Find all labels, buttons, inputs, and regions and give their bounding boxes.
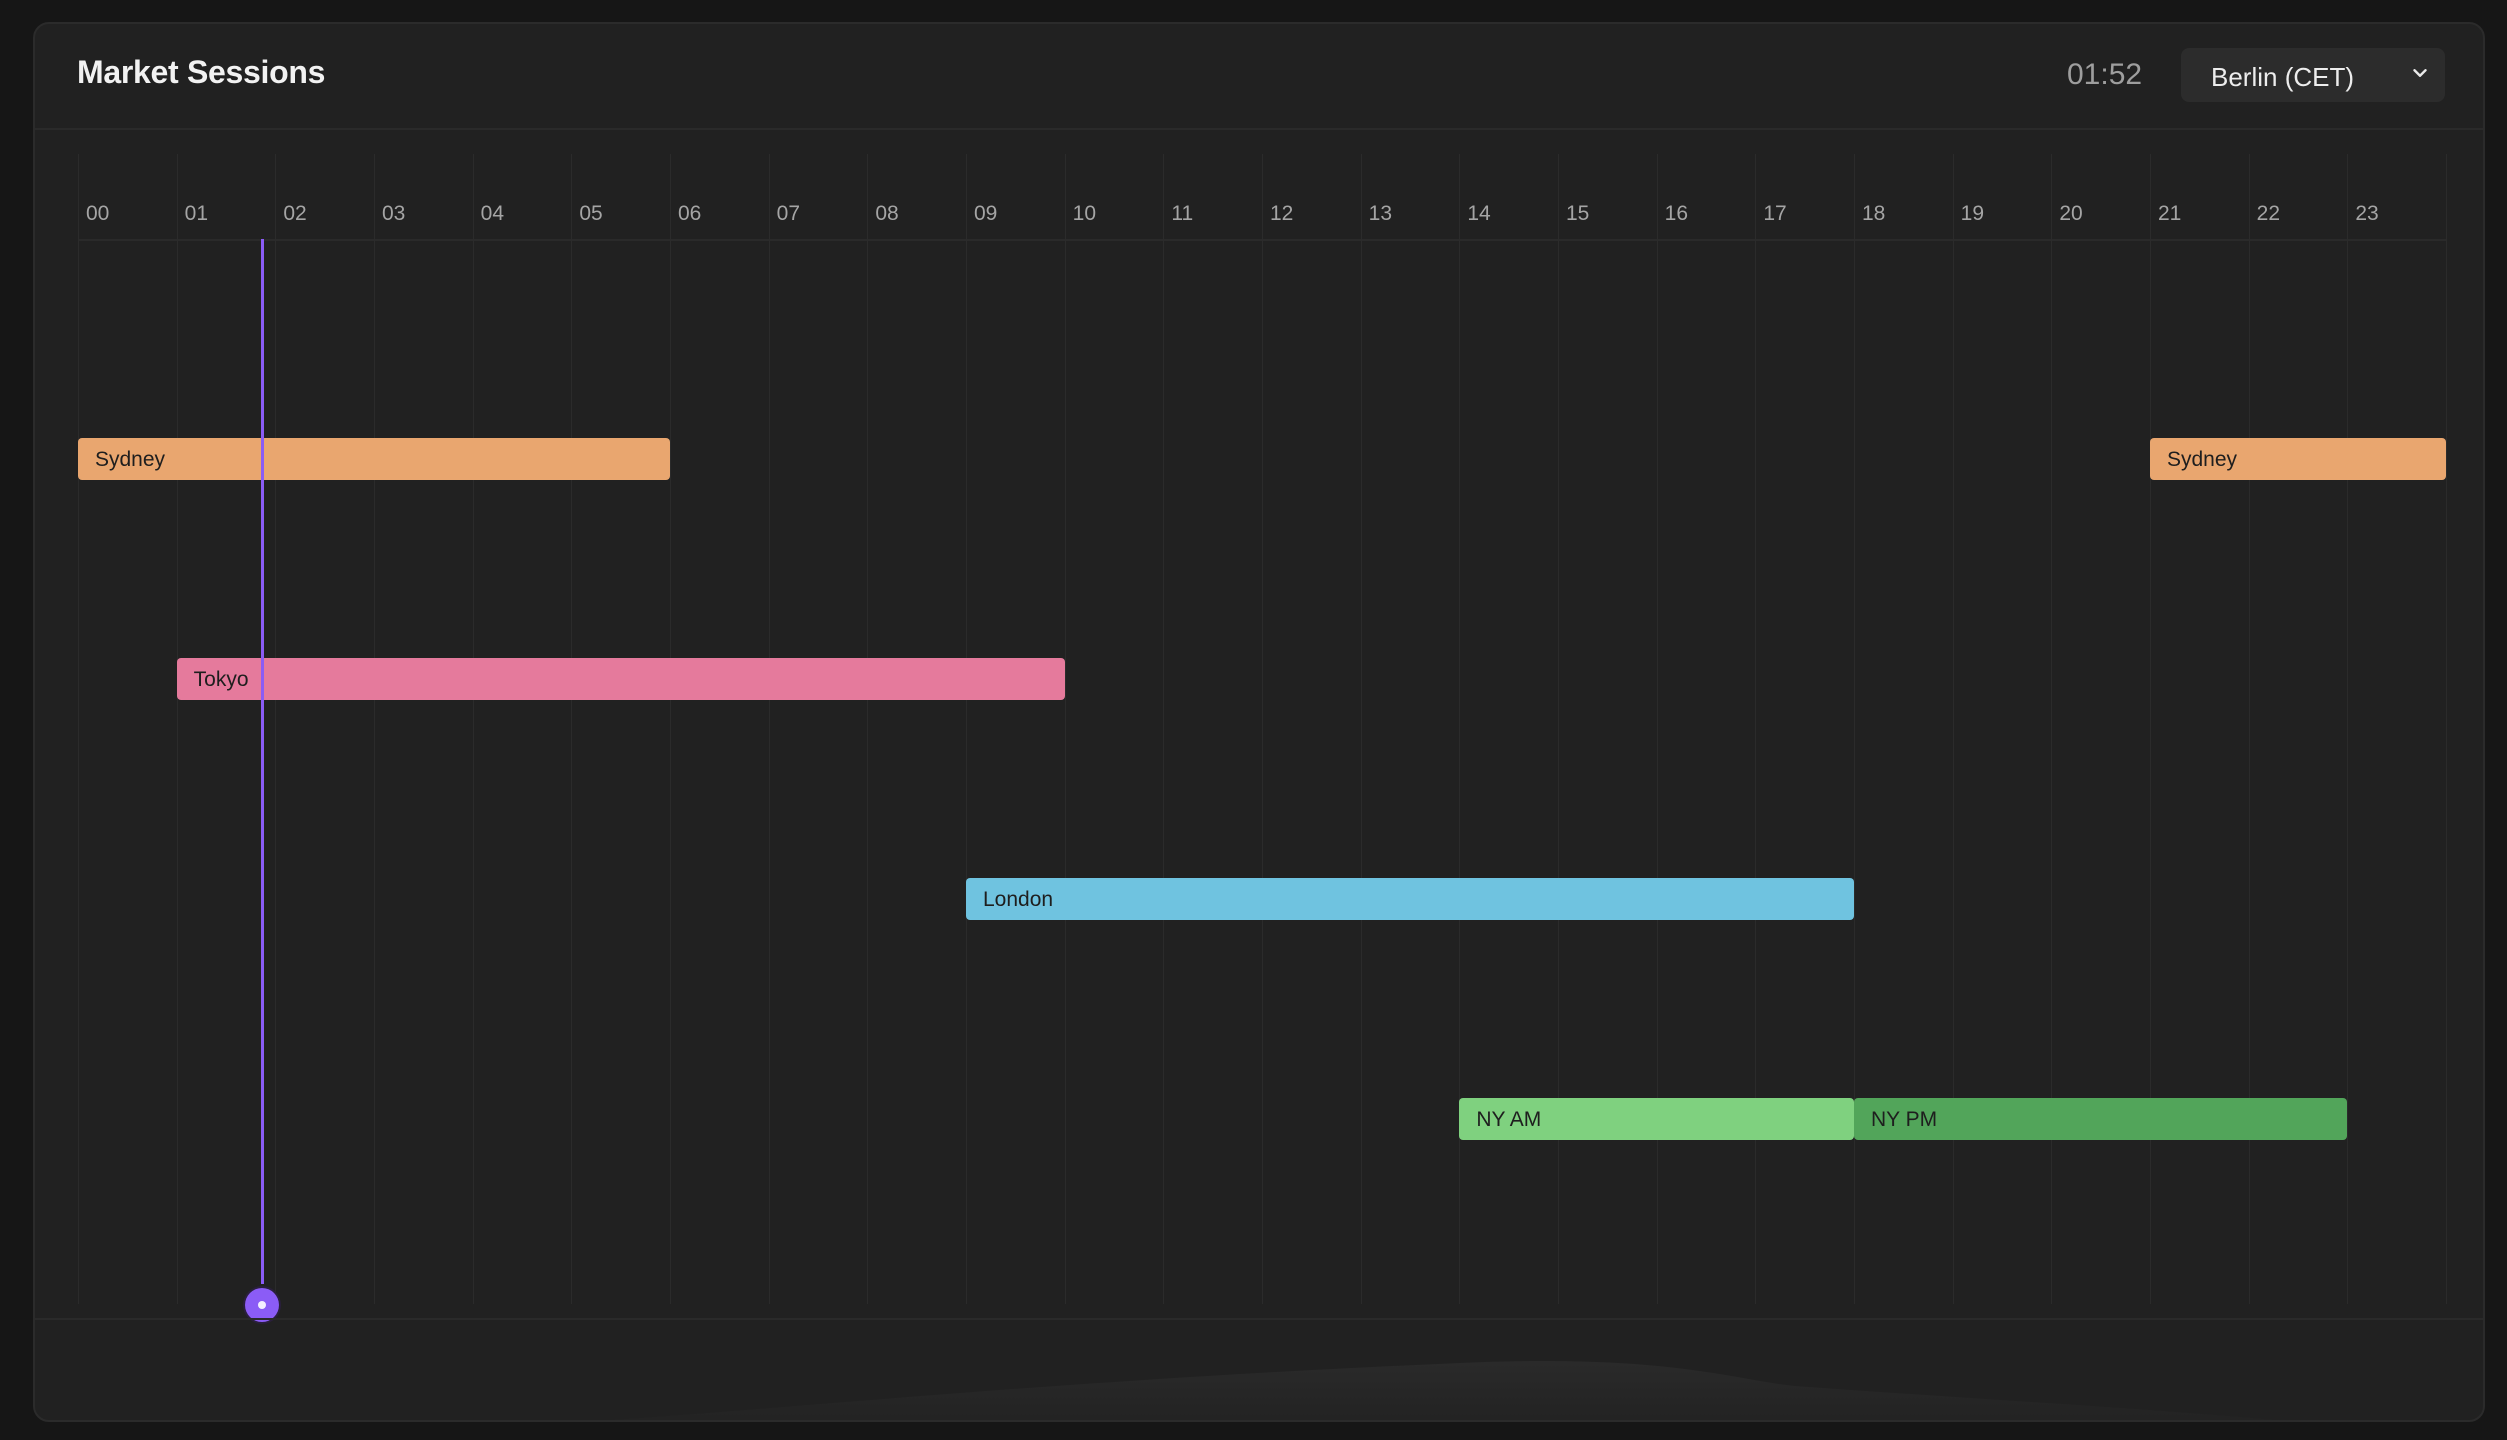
hour-label: 19	[1960, 202, 1985, 225]
hour-gridline	[1854, 154, 1855, 1304]
session-bar-ny-pm[interactable]: NY PM	[1854, 1098, 2348, 1140]
chevron-down-icon	[2413, 69, 2427, 77]
hour-label: 18	[1862, 202, 1886, 225]
hour-gridline	[1755, 154, 1757, 1304]
hour-gridline	[1952, 154, 1954, 1304]
footer-activity-wave	[613, 1361, 2274, 1420]
hour-gridline	[768, 154, 770, 1304]
hour-gridline	[2248, 154, 2250, 1304]
hour-gridline	[374, 154, 375, 1304]
hour-label: 23	[2355, 202, 2379, 225]
hour-gridline	[2051, 154, 2053, 1304]
hour-label: 21	[2158, 202, 2182, 225]
hour-label: 12	[1270, 202, 1294, 225]
session-bar-london[interactable]: London	[966, 878, 1854, 920]
hour-gridline	[2446, 154, 2447, 1304]
hour-label: 02	[283, 202, 307, 225]
hour-gridline	[472, 154, 474, 1304]
session-bar-label: Sydney	[95, 448, 166, 471]
hour-gridline	[78, 154, 79, 1304]
hour-gridline	[1360, 154, 1362, 1304]
hour-label: 16	[1664, 202, 1689, 225]
session-bar-label: Tokyo	[193, 668, 249, 691]
hour-label: 10	[1072, 202, 1097, 225]
hour-label: 06	[678, 202, 702, 225]
session-bar-sydney[interactable]: Sydney	[78, 438, 670, 480]
session-bar-label: Sydney	[2167, 448, 2238, 471]
current-time-display: 01:52	[2067, 58, 2143, 91]
current-time-handle[interactable]	[245, 1288, 280, 1322]
session-timeline: 00 01 02 03 04 05 06 07 08 09 10 11 12 13 14 15 16 17 18 19…	[78, 154, 2447, 1322]
hour-label: 09	[974, 202, 998, 225]
hour-label: 17	[1763, 202, 1787, 225]
hour-label: 13	[1368, 202, 1393, 225]
hour-label: 00	[86, 202, 110, 225]
hour-label: 11	[1171, 202, 1194, 225]
hour-gridline	[966, 154, 967, 1304]
hour-label: 08	[875, 202, 899, 225]
hour-gridline	[867, 154, 869, 1304]
hour-gridline	[1558, 154, 1559, 1304]
page-title: Market Sessions	[77, 54, 326, 90]
session-bar-label: London	[983, 888, 1054, 911]
session-bar-tokyo[interactable]: Tokyo	[176, 658, 1065, 700]
hour-gridline	[1459, 154, 1461, 1304]
hour-gridline	[275, 154, 277, 1304]
hour-gridline	[1262, 154, 1263, 1304]
session-bar-label: NY AM	[1476, 1108, 1542, 1131]
hour-label: 07	[776, 202, 801, 225]
header: Market Sessions 01:52 Berlin (CET)	[35, 24, 2483, 130]
hour-label: 20	[2059, 202, 2083, 225]
hour-label: 05	[579, 202, 603, 225]
session-bar-sydney[interactable]: Sydney	[2150, 438, 2446, 480]
session-bar-label: NY PM	[1871, 1108, 1938, 1131]
hour-gridline	[1163, 154, 1165, 1304]
hour-label: 01	[184, 202, 209, 225]
hour-gridline	[1064, 154, 1066, 1304]
hour-gridline	[670, 154, 671, 1304]
current-time-indicator-line	[261, 239, 265, 1284]
hour-label: 14	[1467, 202, 1491, 225]
hour-gridline	[571, 154, 573, 1304]
hour-label: 22	[2256, 202, 2281, 225]
timezone-selected-value: Berlin (CET)	[2211, 62, 2355, 92]
hour-label: 03	[382, 202, 406, 225]
hour-gridline	[1656, 154, 1658, 1304]
hour-label: 04	[480, 202, 505, 225]
hour-gridline	[2347, 154, 2349, 1304]
hour-gridline	[176, 154, 178, 1304]
timezone-select[interactable]: Berlin (CET)	[2181, 48, 2445, 102]
footer-area	[35, 1318, 2483, 1420]
session-bar-ny-am[interactable]: NY AM	[1459, 1098, 1854, 1140]
hour-gridline	[2150, 154, 2151, 1304]
hour-label: 15	[1566, 202, 1590, 225]
